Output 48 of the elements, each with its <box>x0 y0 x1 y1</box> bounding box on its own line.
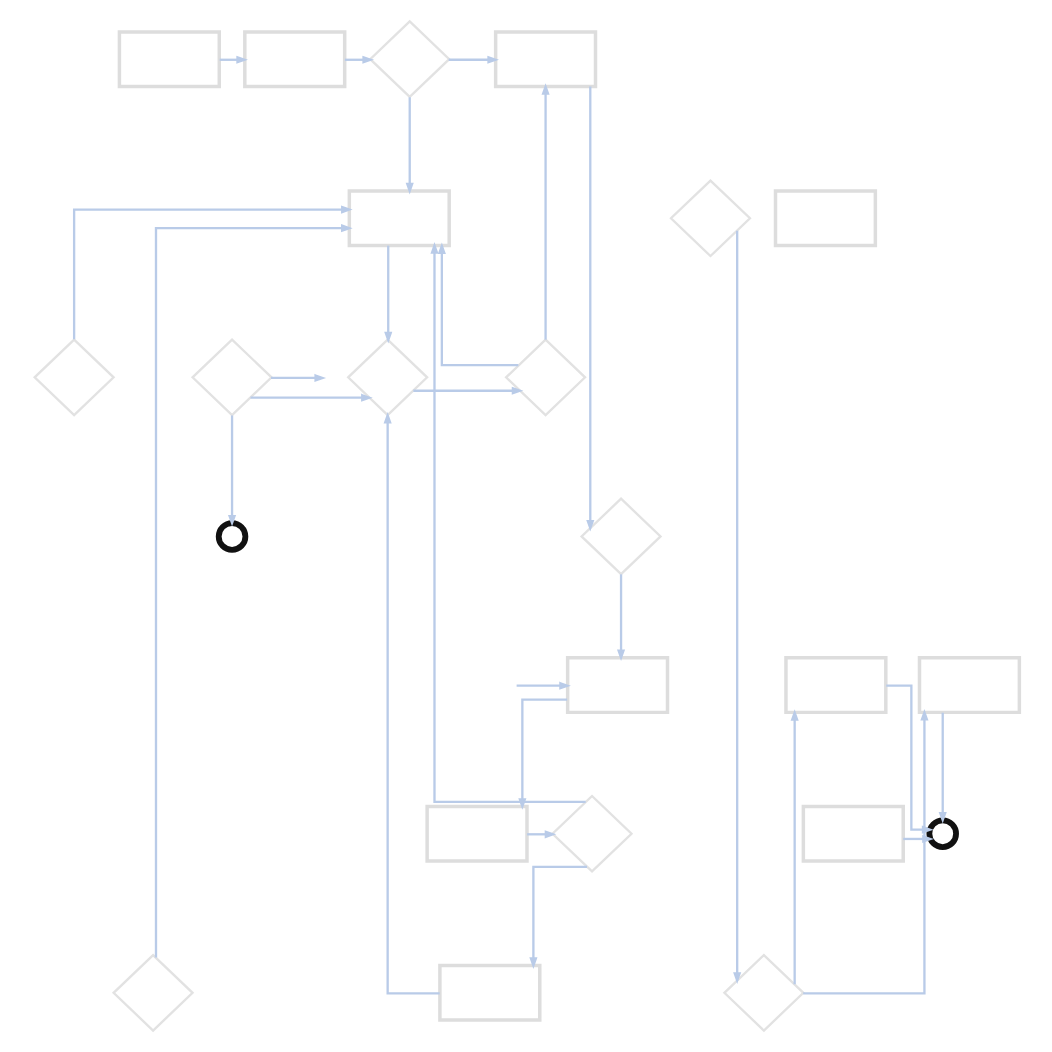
node-box <box>492 30 597 89</box>
arrow <box>249 393 372 402</box>
arrow <box>383 245 392 344</box>
arrow <box>226 415 236 527</box>
arrow <box>517 698 567 810</box>
arrow <box>585 86 594 532</box>
arrow <box>71 205 352 340</box>
arrow <box>412 386 523 395</box>
arrow <box>270 373 326 382</box>
arrow <box>436 242 518 367</box>
arrow <box>540 83 549 340</box>
node-circle <box>925 817 958 850</box>
node-box <box>800 804 904 863</box>
arrow <box>526 830 556 839</box>
arrow <box>404 97 413 195</box>
node-box <box>783 656 887 715</box>
node-box <box>346 189 450 248</box>
arrow <box>515 681 570 690</box>
node-box <box>437 963 541 1022</box>
arrow <box>902 834 933 844</box>
node-diamond <box>721 953 805 1033</box>
arrow <box>528 865 586 969</box>
node-diamond <box>345 338 428 417</box>
node-box <box>772 189 877 248</box>
node-diamond <box>31 338 115 417</box>
node-diamond <box>367 19 450 99</box>
arrow <box>616 574 625 662</box>
node-diamond <box>668 178 751 258</box>
arrow <box>382 411 439 995</box>
arrow <box>802 708 928 995</box>
arrow <box>153 224 352 958</box>
arrow <box>937 712 946 824</box>
node-box <box>916 656 1021 715</box>
arrow <box>447 55 498 64</box>
node-circle <box>214 520 248 553</box>
arrow <box>429 242 585 803</box>
arrow <box>732 230 741 984</box>
arrow <box>789 709 798 985</box>
arrow <box>343 55 373 64</box>
node-box <box>242 30 346 89</box>
node-diamond <box>110 953 194 1033</box>
node-diamond <box>503 338 586 417</box>
node-box <box>116 30 220 89</box>
node-box <box>424 804 528 863</box>
node-diamond <box>578 497 662 576</box>
node-box <box>564 656 669 715</box>
node-diamond <box>549 794 633 874</box>
node-diamond <box>189 338 273 417</box>
